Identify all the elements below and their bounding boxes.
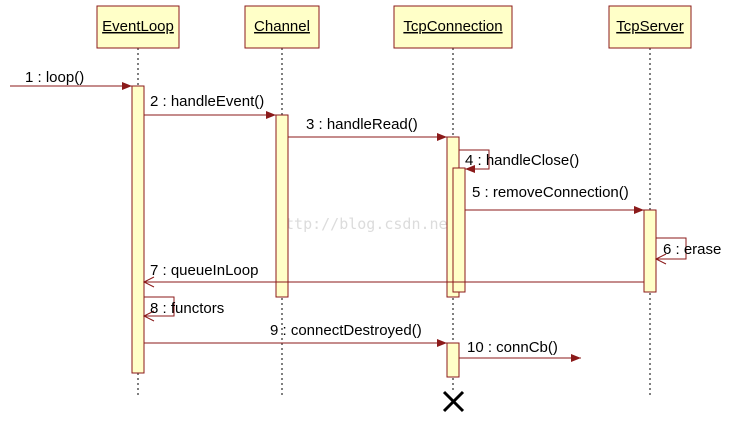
message-connect-destroyed: 9 : connectDestroyed() xyxy=(144,322,447,347)
object-eventloop[interactable]: EventLoop xyxy=(96,5,180,49)
message-label-handle-read: 3 : handleRead() xyxy=(306,116,418,133)
activation-eventloop xyxy=(131,85,145,374)
message-handle-event: 2 : handleEvent() xyxy=(144,93,276,119)
message-erase: 6 : erase xyxy=(654,237,721,265)
message-label-handle-event: 2 : handleEvent() xyxy=(150,93,264,110)
message-handle-read: 3 : handleRead() xyxy=(288,116,447,141)
message-remove-connection: 5 : removeConnection() xyxy=(465,184,644,214)
activation-tcpconnection-nested xyxy=(452,167,466,293)
message-label-loop: 1 : loop() xyxy=(25,69,84,86)
message-label-connect-destroyed: 9 : connectDestroyed() xyxy=(270,322,422,339)
message-functors: 8 : functors xyxy=(142,296,224,322)
message-handle-close: 4 : handleClose() xyxy=(459,149,579,173)
message-label-queue-in-loop: 7 : queueInLoop xyxy=(150,262,258,279)
message-conn-cb: 10 : connCb() xyxy=(459,339,581,362)
activation-channel xyxy=(275,114,289,298)
activation-tcpconnection-2 xyxy=(446,342,460,378)
destroy-marker-icon xyxy=(442,390,465,413)
object-tcpserver[interactable]: TcpServer xyxy=(608,5,692,49)
object-label-eventloop: EventLoop xyxy=(102,18,174,35)
message-label-erase: 6 : erase xyxy=(663,241,721,258)
message-label-functors: 8 : functors xyxy=(150,300,224,317)
message-queue-in-loop: 7 : queueInLoop xyxy=(142,262,644,288)
message-label-handle-close: 4 : handleClose() xyxy=(465,152,579,169)
object-label-tcpserver: TcpServer xyxy=(616,18,684,35)
message-label-conn-cb: 10 : connCb() xyxy=(467,339,558,356)
watermark-text: http://blog.csdn.net/ xyxy=(276,215,466,233)
object-tcpconnection[interactable]: TcpConnection xyxy=(393,5,513,49)
object-channel[interactable]: Channel xyxy=(244,5,320,49)
message-loop: 1 : loop() xyxy=(10,69,132,90)
activation-tcpserver xyxy=(643,209,657,293)
object-label-tcpconnection: TcpConnection xyxy=(403,18,502,35)
message-label-remove-connection: 5 : removeConnection() xyxy=(472,184,629,201)
object-label-channel: Channel xyxy=(254,18,310,35)
